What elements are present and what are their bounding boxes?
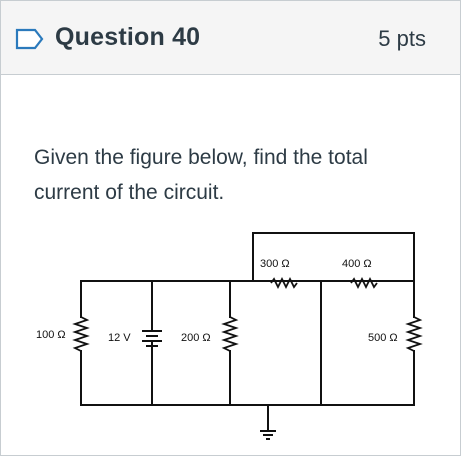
question-header: Question 40 5 pts [1,1,460,75]
resistor-300-symbol [270,276,298,290]
label-200-ohm: 200 Ω [181,332,211,344]
bookmark-flag-icon[interactable] [15,28,45,50]
label-12-volt: 12 V [108,332,131,344]
question-title: Question 40 [55,23,201,51]
label-300-ohm: 300 Ω [260,258,290,270]
question-text: Given the figure below, find the total c… [34,146,368,204]
resistor-500-symbol [405,316,423,352]
battery-symbol [142,330,162,347]
question-points: 5 pts [378,26,426,51]
label-100-ohm: 100 Ω [36,329,66,341]
resistor-100-symbol [72,316,90,352]
ground-symbol [260,430,276,440]
resistor-400-symbol [350,276,378,290]
label-400-ohm: 400 Ω [342,258,372,270]
label-500-ohm: 500 Ω [368,332,398,344]
circuit-diagram: 300 Ω 400 Ω 100 Ω 12 V 200 Ω 500 Ω [36,232,423,440]
resistor-200-symbol [221,316,239,352]
